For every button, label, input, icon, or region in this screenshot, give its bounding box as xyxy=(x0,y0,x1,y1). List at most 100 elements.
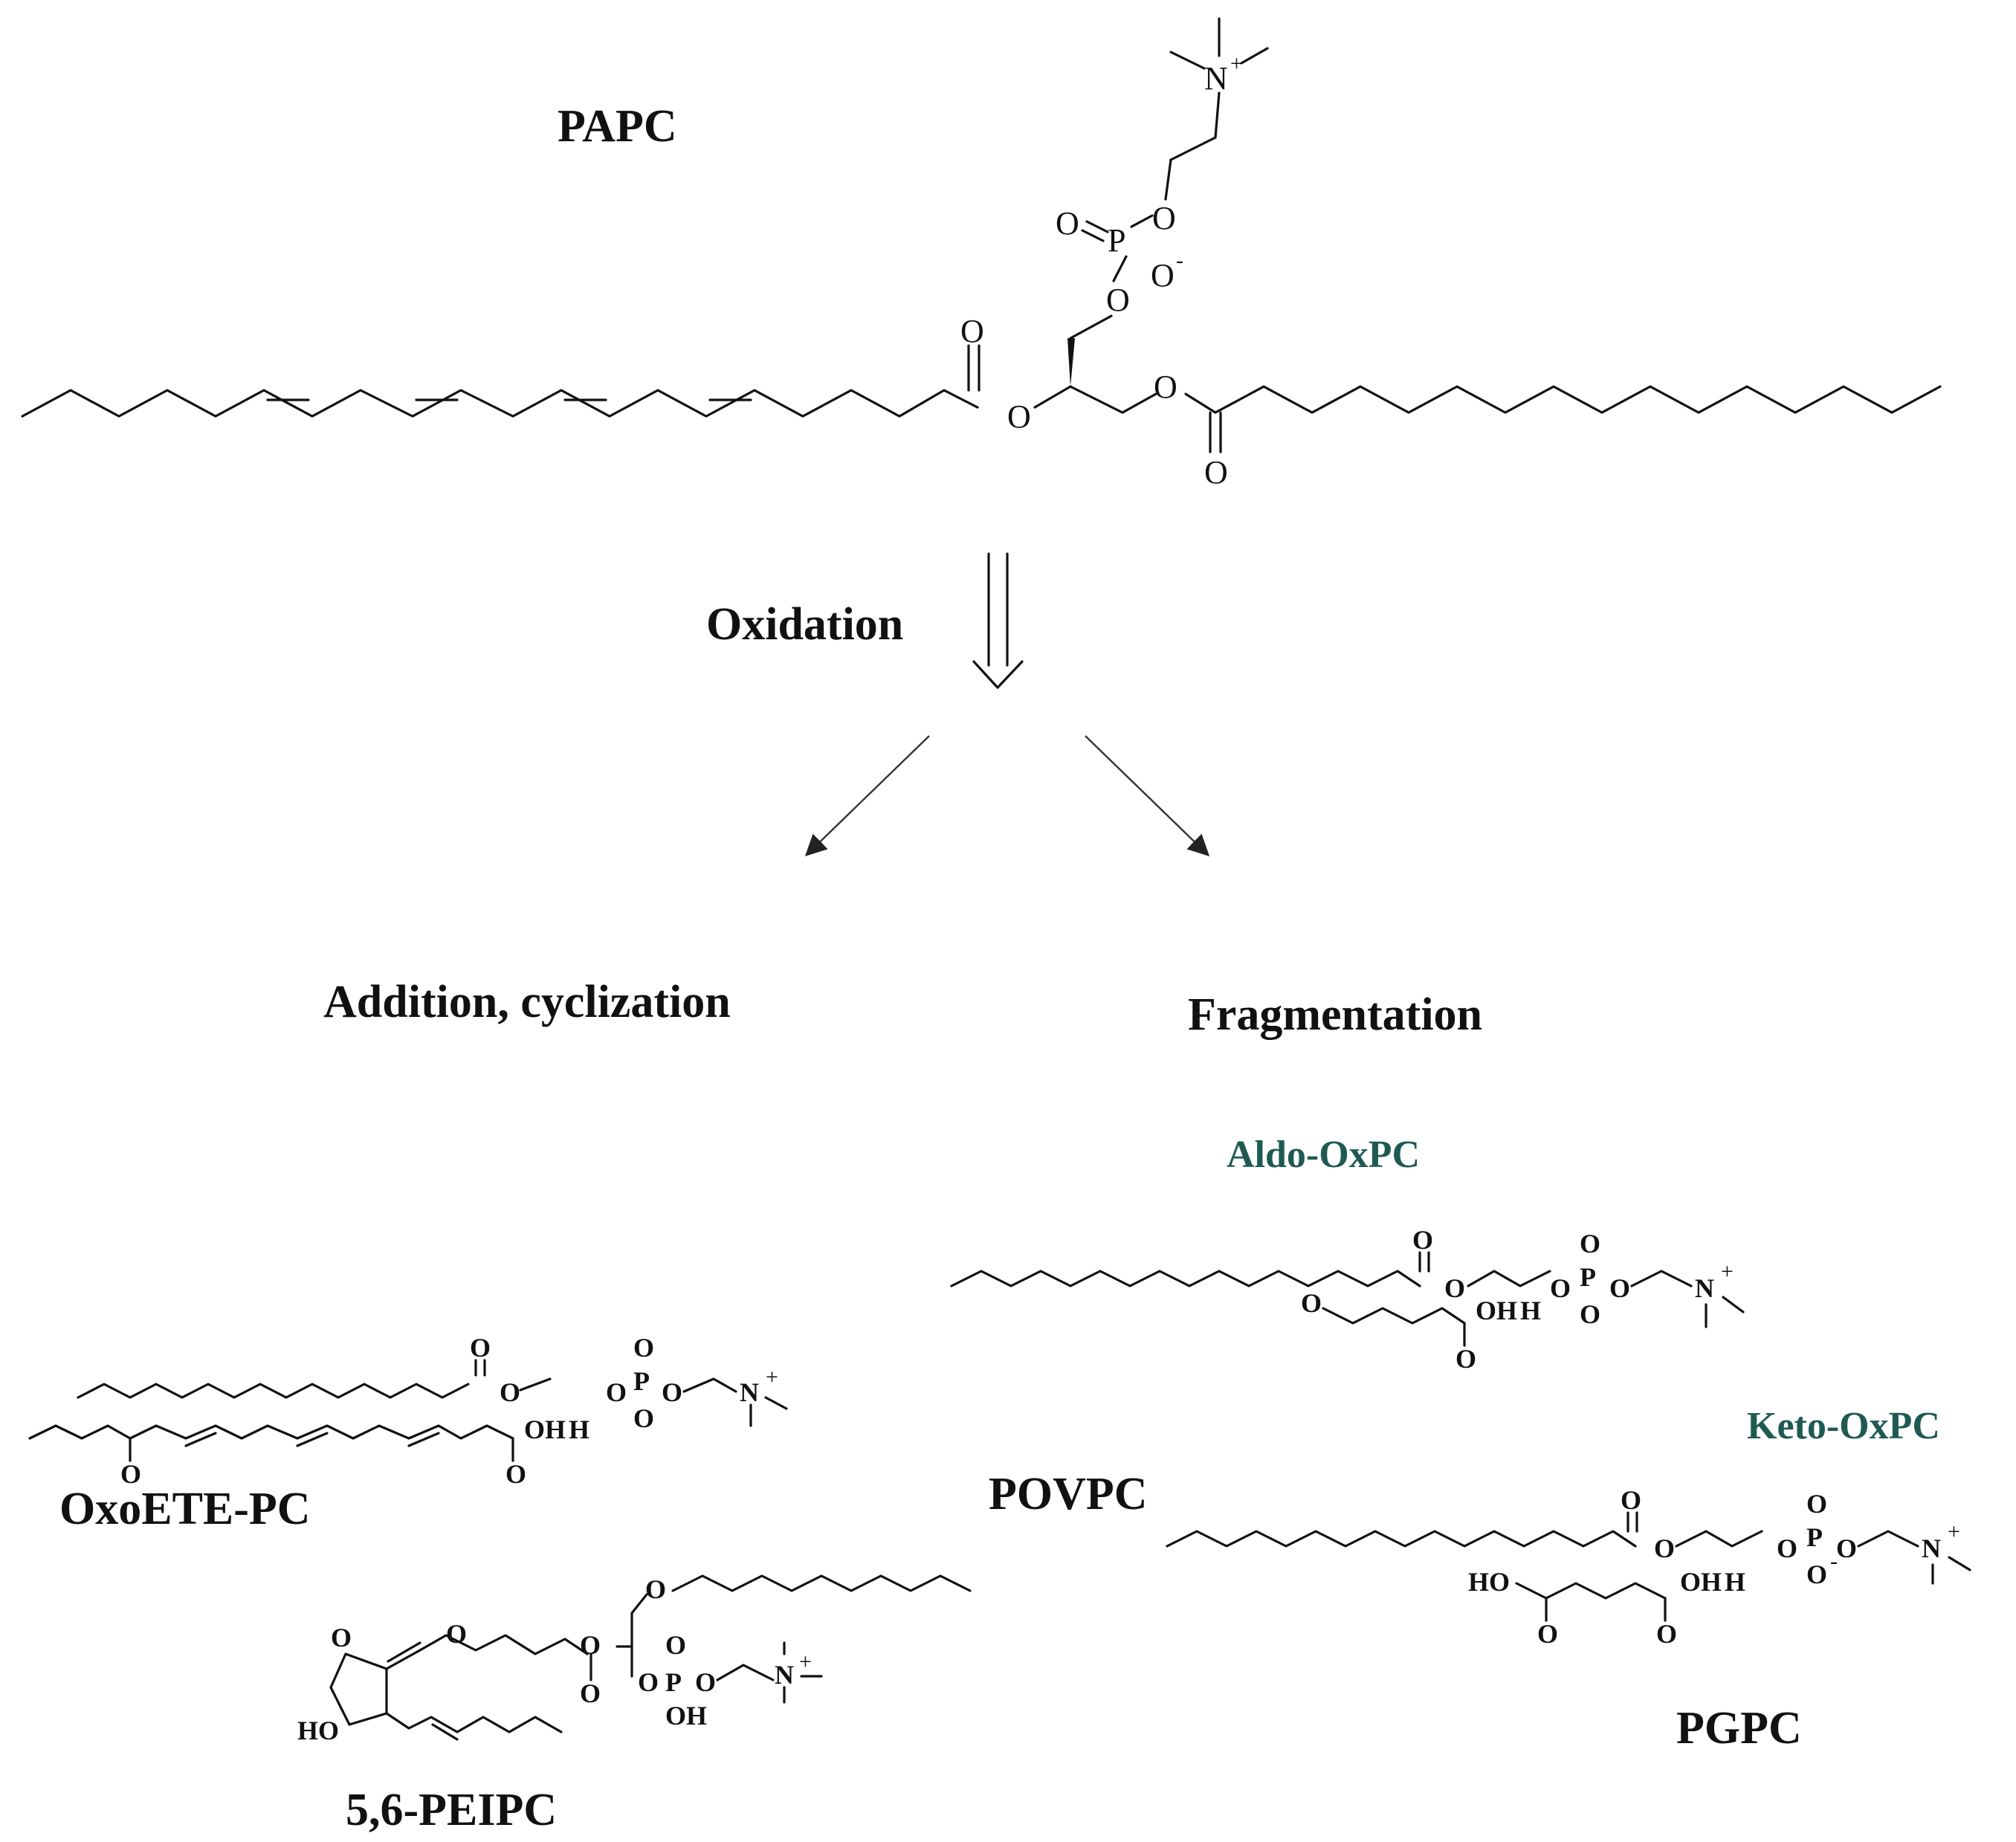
arrow-right xyxy=(1085,735,1210,857)
papc-p-minus: - xyxy=(1176,248,1183,273)
svg-text:O: O xyxy=(1836,1534,1857,1563)
oxoete-pc-structure: O O O P O O O N + O O OH H xyxy=(28,1333,788,1489)
oxoete-pc-label: OxoETE-PC xyxy=(59,1484,311,1534)
svg-text:O: O xyxy=(120,1459,141,1489)
papc-bond-o-c2 xyxy=(1033,385,1072,409)
svg-text:O: O xyxy=(580,1630,601,1660)
papc-sn2-carbonyl-o: O xyxy=(960,313,984,349)
papc-ch2-o xyxy=(1121,392,1157,414)
svg-text:P: P xyxy=(665,1667,682,1697)
svg-text:O: O xyxy=(331,1623,352,1652)
svg-text:O: O xyxy=(633,1403,654,1433)
papc-p-eq-o-1 xyxy=(1085,220,1109,233)
svg-text:+: + xyxy=(766,1365,778,1389)
svg-text:+: + xyxy=(1721,1259,1734,1284)
papc-p-double-o: O xyxy=(1056,205,1079,242)
svg-text:+: + xyxy=(1948,1519,1960,1544)
papc-ch2-up xyxy=(1069,314,1113,340)
svg-text:O: O xyxy=(645,1574,666,1604)
papc-p-o-minus: O xyxy=(1151,257,1175,294)
papc-ch2-3 xyxy=(1214,91,1221,139)
pgpc-structure: O O O P O O - O N + HO O O OH H xyxy=(1166,1485,1971,1649)
svg-text:N: N xyxy=(740,1377,759,1407)
povpc-label: POVPC xyxy=(989,1469,1148,1519)
svg-text:N: N xyxy=(775,1660,794,1690)
peipc-structure: O HO O O O O O P O OH O N + xyxy=(297,1574,972,1745)
svg-text:O: O xyxy=(1621,1485,1641,1515)
svg-text:H: H xyxy=(1520,1296,1541,1325)
svg-text:O: O xyxy=(695,1667,716,1697)
papc-n-plus: + xyxy=(1230,51,1243,76)
svg-text:H: H xyxy=(1725,1567,1745,1597)
papc-structure: O O O O O P O O - O N + xyxy=(21,17,1942,491)
svg-text:HO: HO xyxy=(297,1716,339,1745)
svg-text:P: P xyxy=(1580,1262,1596,1292)
papc-n: N xyxy=(1204,60,1228,97)
svg-text:OH: OH xyxy=(1680,1567,1722,1597)
papc-sn2-chain xyxy=(21,389,979,418)
oxidation-label: Oxidation xyxy=(706,599,903,650)
papc-sn1-carbonyl-o: O xyxy=(1204,454,1228,491)
svg-text:OH: OH xyxy=(1476,1296,1517,1325)
oxidation-arrow xyxy=(972,552,1024,689)
svg-text:O: O xyxy=(1412,1225,1433,1255)
svg-text:N: N xyxy=(1922,1534,1941,1563)
svg-text:O: O xyxy=(500,1377,520,1407)
svg-text:O: O xyxy=(638,1667,659,1697)
svg-text:O: O xyxy=(1537,1619,1558,1649)
svg-text:O: O xyxy=(1444,1273,1465,1303)
svg-text:O: O xyxy=(446,1619,467,1649)
papc-p-eq-o-2 xyxy=(1081,229,1105,242)
svg-text:O: O xyxy=(1806,1489,1827,1519)
svg-text:O: O xyxy=(1550,1273,1571,1303)
svg-text:HO: HO xyxy=(1468,1567,1510,1597)
papc-ch2-right xyxy=(1069,385,1124,414)
papc-sn1-chain xyxy=(1214,385,1942,414)
svg-text:O: O xyxy=(505,1459,526,1489)
svg-text:O: O xyxy=(665,1630,686,1660)
papc-n-me3 xyxy=(1240,47,1269,65)
papc-n-me1 xyxy=(1169,51,1206,70)
papc-sn2-ester-o: O xyxy=(1007,398,1031,435)
svg-text:O: O xyxy=(606,1377,627,1407)
svg-text:O: O xyxy=(1580,1229,1600,1258)
svg-text:N: N xyxy=(1695,1273,1714,1303)
svg-text:P: P xyxy=(1806,1522,1823,1552)
svg-text:O: O xyxy=(580,1678,601,1708)
svg-text:O: O xyxy=(633,1333,654,1363)
svg-text:O: O xyxy=(1609,1273,1630,1303)
svg-text:+: + xyxy=(799,1649,812,1674)
svg-text:O: O xyxy=(1806,1560,1827,1589)
svg-text:O: O xyxy=(1777,1534,1797,1563)
papc-sn1-ester-o: O xyxy=(1154,369,1177,405)
papc-p-o-ester: O xyxy=(1152,200,1176,236)
papc-p: P xyxy=(1108,222,1125,259)
povpc-structure: O O O P O O O N + O O OH H xyxy=(950,1225,1745,1374)
pgpc-label: PGPC xyxy=(1676,1703,1802,1754)
svg-text:P: P xyxy=(633,1366,650,1396)
papc-ch2-2 xyxy=(1169,136,1217,161)
papc-label: PAPC xyxy=(558,101,677,152)
peipc-label: 5,6-PEIPC xyxy=(346,1785,557,1835)
svg-text:-: - xyxy=(1830,1549,1838,1574)
svg-text:O: O xyxy=(1456,1344,1476,1374)
svg-text:OH: OH xyxy=(665,1701,707,1730)
papc-o-c-sn1 xyxy=(1184,392,1217,414)
svg-text:OH: OH xyxy=(524,1415,566,1444)
svg-text:O: O xyxy=(1580,1299,1600,1329)
papc-wedge xyxy=(1067,338,1075,387)
papc-p-o-glyc: O xyxy=(1106,282,1130,318)
papc-p-o-ch2 xyxy=(1130,214,1154,228)
aldo-oxpc-label: Aldo-OxPC xyxy=(1227,1134,1420,1176)
svg-text:O: O xyxy=(1656,1619,1677,1649)
svg-text:H: H xyxy=(569,1415,589,1444)
svg-text:O: O xyxy=(662,1377,682,1407)
branch-right-label: Fragmentation xyxy=(1188,989,1482,1040)
svg-text:O: O xyxy=(1654,1534,1675,1563)
papc-op-bond xyxy=(1112,255,1128,282)
keto-oxpc-label: Keto-OxPC xyxy=(1747,1405,1940,1447)
svg-text:O: O xyxy=(1301,1288,1322,1318)
svg-text:O: O xyxy=(470,1333,491,1363)
papc-ch2-1 xyxy=(1164,158,1172,201)
